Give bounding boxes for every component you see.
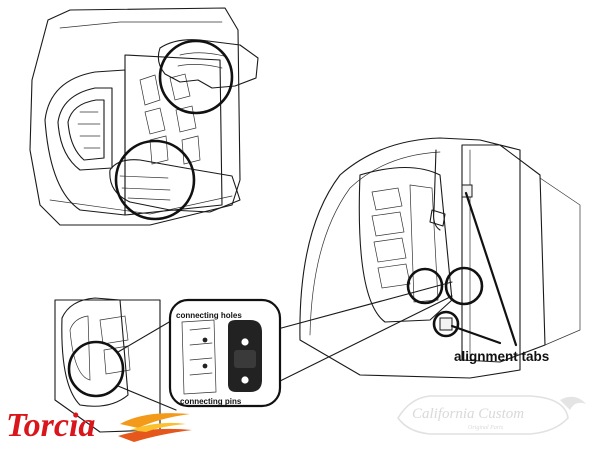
bottom-vehicle-outline <box>54 299 161 433</box>
upper-hand-fingers <box>177 52 225 69</box>
watermark: California Custom Original Parts <box>397 395 586 435</box>
highlight-circle-connecting-holes <box>444 266 484 306</box>
connecting-hole-2-icon <box>241 376 249 384</box>
detail-callout: connecting holes connecting pins <box>168 298 282 408</box>
lamp-frame <box>124 54 223 216</box>
flame-swoosh-2-icon <box>118 428 192 442</box>
callout-wedge-lower <box>273 295 453 385</box>
watermark-sub-text: Original Parts <box>468 425 504 431</box>
flame-swoosh-3-icon <box>130 422 186 432</box>
connecting-pin-2-icon <box>202 363 208 369</box>
bumper-line <box>49 195 233 215</box>
brand-logo: Torcia <box>6 407 192 444</box>
alignment-tab-slot-upper <box>461 184 473 198</box>
vehicle-pillar-panel <box>461 144 546 363</box>
connecting-pins-label: connecting pins <box>180 397 242 406</box>
wire-harness <box>433 149 441 231</box>
body-contour-line <box>309 151 441 336</box>
alignment-tab-slot-lower <box>439 317 453 331</box>
lamp-frame-segments-left <box>139 74 169 165</box>
callout-connector-bottom <box>117 385 177 411</box>
tail-lamp-light-bars <box>77 111 101 149</box>
bottom-lamp-segments <box>99 315 131 375</box>
watermark-palm-icon <box>560 396 586 410</box>
highlight-circle-upper-hand <box>158 39 234 115</box>
tail-lamp-lens-outer <box>57 87 113 171</box>
vehicle-rear-body <box>299 137 521 379</box>
alignment-tabs-label: alignment tabs <box>454 349 549 364</box>
detail-lamp-body <box>181 319 217 395</box>
highlight-circle-lower-tab <box>432 310 460 338</box>
right-tail-lamp-segments <box>371 187 411 289</box>
right-tail-lamp <box>358 166 453 323</box>
highlight-circle-bottom-lamp <box>67 340 125 398</box>
pointer-line-lower-tab <box>450 324 502 345</box>
connecting-holes-label: connecting holes <box>176 311 242 320</box>
tail-lamp-housing <box>44 69 126 216</box>
connecting-plate-recess <box>234 350 256 368</box>
upper-hand <box>157 39 259 89</box>
body-panel-line <box>59 21 223 29</box>
highlight-circle-lower-hand <box>114 139 196 221</box>
panel-top-left-lamp-removal <box>29 7 259 226</box>
pillar-edges <box>469 149 581 356</box>
pointer-line-upper-tab <box>464 191 518 347</box>
connecting-pin-1-icon <box>202 337 208 343</box>
panel-bottom-left-detail <box>54 281 453 433</box>
detail-lamp-ribs <box>189 327 213 376</box>
brand-logo-text: Torcia <box>6 407 95 444</box>
lower-hand <box>109 159 241 213</box>
bottom-tail-lamp <box>61 297 129 407</box>
lower-hand-fingers <box>119 175 171 201</box>
right-tail-lamp-side-strip <box>409 184 439 303</box>
callout-connector-top <box>117 317 177 353</box>
wire-connector <box>429 209 446 227</box>
callout-wedge-upper <box>273 281 453 331</box>
highlight-circle-lamp-pin <box>406 267 444 305</box>
watermark-main-text: California Custom <box>412 406 524 422</box>
panel-right-lamp-installation: alignment tabs <box>299 137 581 379</box>
connecting-hole-1-icon <box>241 338 249 346</box>
tail-lamp-lens-inner <box>67 99 105 161</box>
watermark-badge-outline <box>397 395 569 435</box>
lamp-frame-segments-right <box>169 73 201 165</box>
vehicle-body-outline <box>29 7 241 226</box>
flame-swoosh-1-icon <box>120 413 190 428</box>
